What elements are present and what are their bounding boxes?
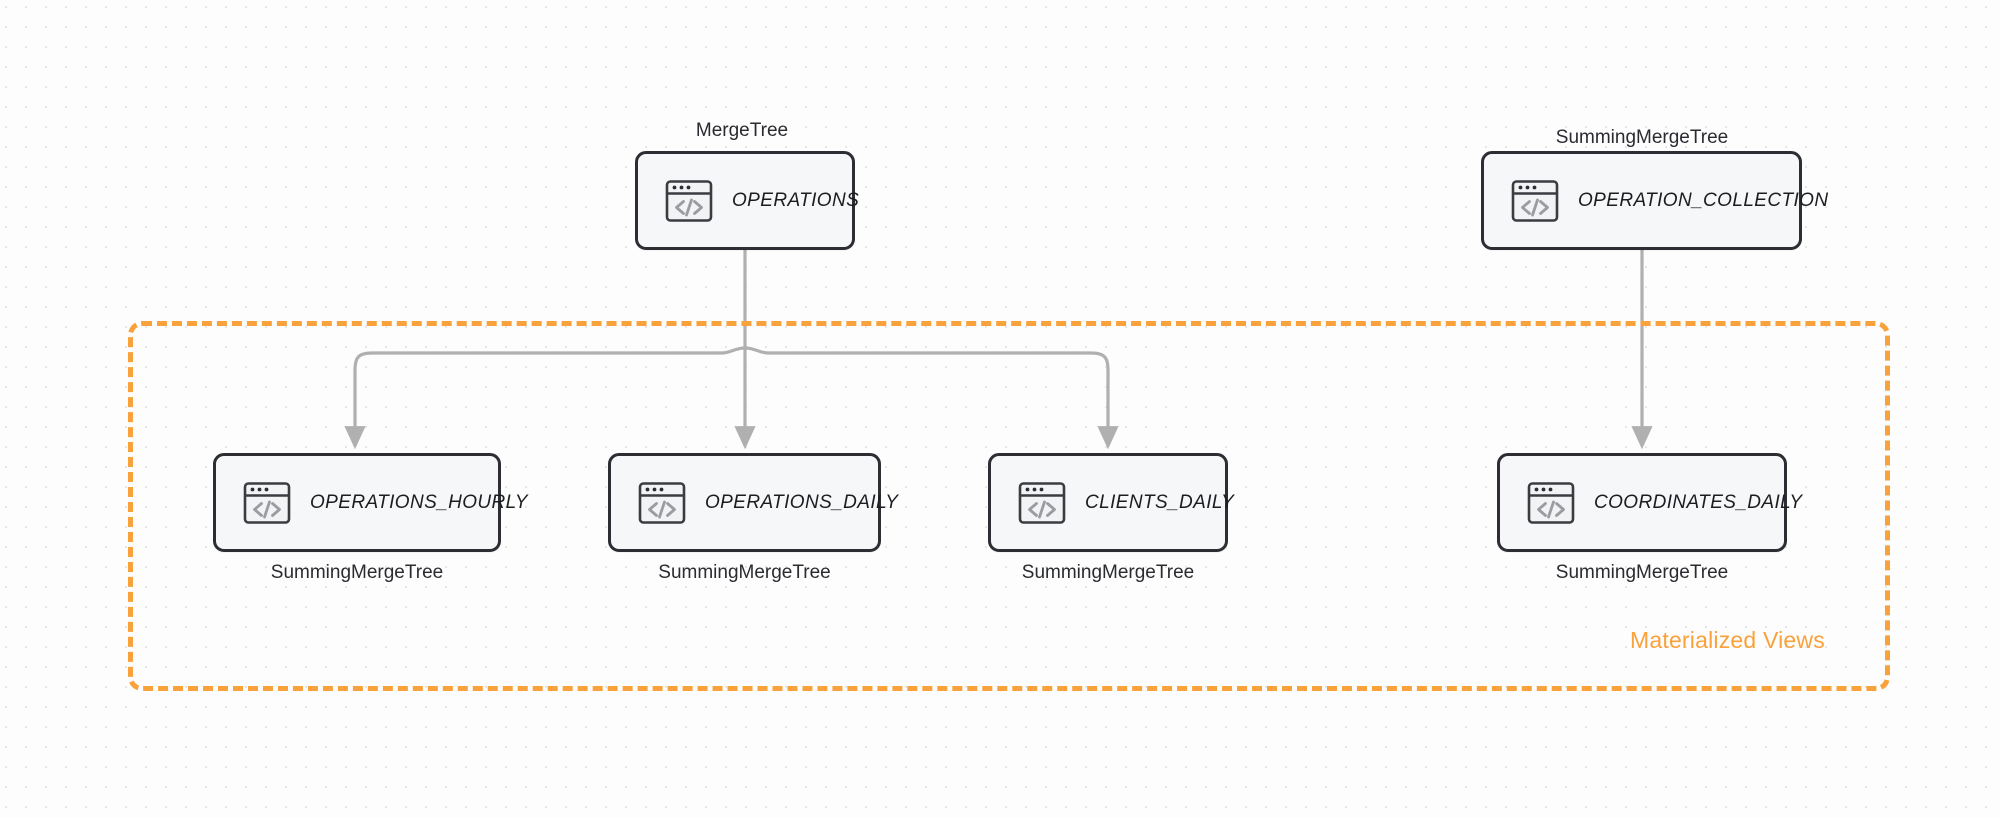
materialized-views-group-label: Materialized Views xyxy=(1630,627,1825,653)
node-operation-collection[interactable]: OPERATION_COLLECTION xyxy=(1481,151,1828,250)
code-window-icon xyxy=(1510,176,1560,226)
node-label-coordinates-daily: COORDINATES_DAILY xyxy=(1594,491,1803,513)
node-label-operations: OPERATIONS xyxy=(732,189,860,211)
materialized-views-group xyxy=(128,321,1890,691)
node-label-clients-daily: CLIENTS_DAILY xyxy=(1085,491,1235,513)
node-label-operations-hourly: OPERATIONS_HOURLY xyxy=(310,491,528,513)
engine-caption-operations: MergeTree xyxy=(695,120,789,141)
code-window-icon xyxy=(1526,478,1576,528)
engine-caption-operations-hourly: SummingMergeTree xyxy=(270,562,444,583)
code-window-icon xyxy=(664,176,714,226)
node-clients-daily[interactable]: CLIENTS_DAILY xyxy=(988,453,1234,552)
node-label-operations-daily: OPERATIONS_DAILY xyxy=(705,491,899,513)
code-window-icon xyxy=(1017,478,1067,528)
engine-caption-coordinates-daily: SummingMergeTree xyxy=(1555,562,1729,583)
engine-caption-clients-daily: SummingMergeTree xyxy=(1021,562,1195,583)
code-window-icon xyxy=(637,478,687,528)
engine-caption-operations-daily: SummingMergeTree xyxy=(658,562,831,583)
node-coordinates-daily[interactable]: COORDINATES_DAILY xyxy=(1497,453,1802,552)
node-operations[interactable]: OPERATIONS xyxy=(635,151,859,250)
node-label-operation-collection: OPERATION_COLLECTION xyxy=(1578,189,1829,211)
code-window-icon xyxy=(242,478,292,528)
node-operations-hourly[interactable]: OPERATIONS_HOURLY xyxy=(213,453,528,552)
engine-caption-operation-collection: SummingMergeTree xyxy=(1555,127,1729,148)
node-operations-daily[interactable]: OPERATIONS_DAILY xyxy=(608,453,898,552)
